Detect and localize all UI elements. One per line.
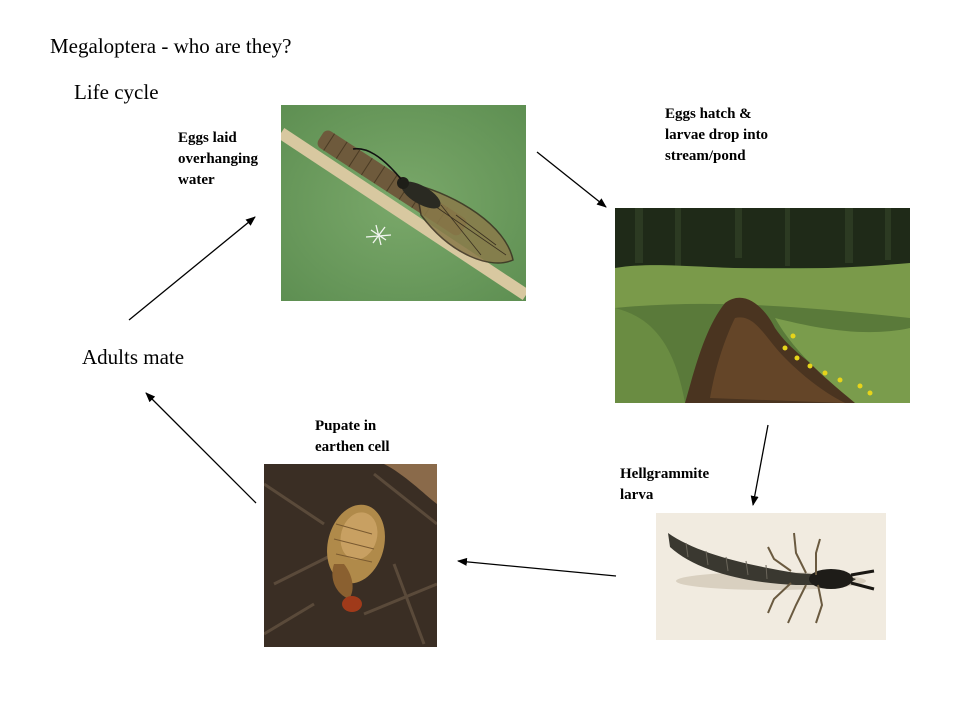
arrow-pupa-to-adults [145, 392, 257, 504]
eggs-hatch-line-3: stream/pond [665, 148, 746, 164]
hellgrammite-line-2: larva [620, 487, 654, 503]
eggs-laid-line-3: water [178, 172, 215, 188]
arrow-stream-to-larva [750, 424, 769, 506]
section-subtitle: Life cycle [74, 80, 159, 104]
arrow-eggs-to-stream [536, 151, 607, 208]
pupa-photo [264, 464, 437, 647]
pupate-line-1: Pupate in [315, 418, 377, 434]
adult-alderfly-photo [281, 105, 526, 301]
hellgrammite-photo [656, 513, 886, 640]
hellgrammite-label: Hellgrammite larva [620, 464, 750, 506]
eggs-laid-line-1: Eggs laid [178, 130, 237, 146]
eggs-hatch-line-2: larvae drop into [665, 127, 769, 143]
page-title: Megaloptera - who are they? [50, 34, 292, 58]
stream-photo [615, 208, 910, 403]
pupate-line-2: earthen cell [315, 439, 390, 455]
eggs-hatch-label: Eggs hatch & larvae drop into stream/pon… [665, 104, 815, 167]
pupate-label: Pupate in earthen cell [315, 416, 435, 458]
arrow-adults-to-eggs [128, 216, 256, 321]
eggs-laid-line-2: overhanging [178, 151, 259, 167]
eggs-laid-label: Eggs laid overhanging water [178, 128, 288, 191]
adults-mate-label: Adults mate [82, 345, 185, 369]
eggs-hatch-line-1: Eggs hatch & [665, 106, 752, 122]
hellgrammite-line-1: Hellgrammite [620, 466, 710, 482]
arrow-larva-to-pupa [457, 557, 617, 577]
